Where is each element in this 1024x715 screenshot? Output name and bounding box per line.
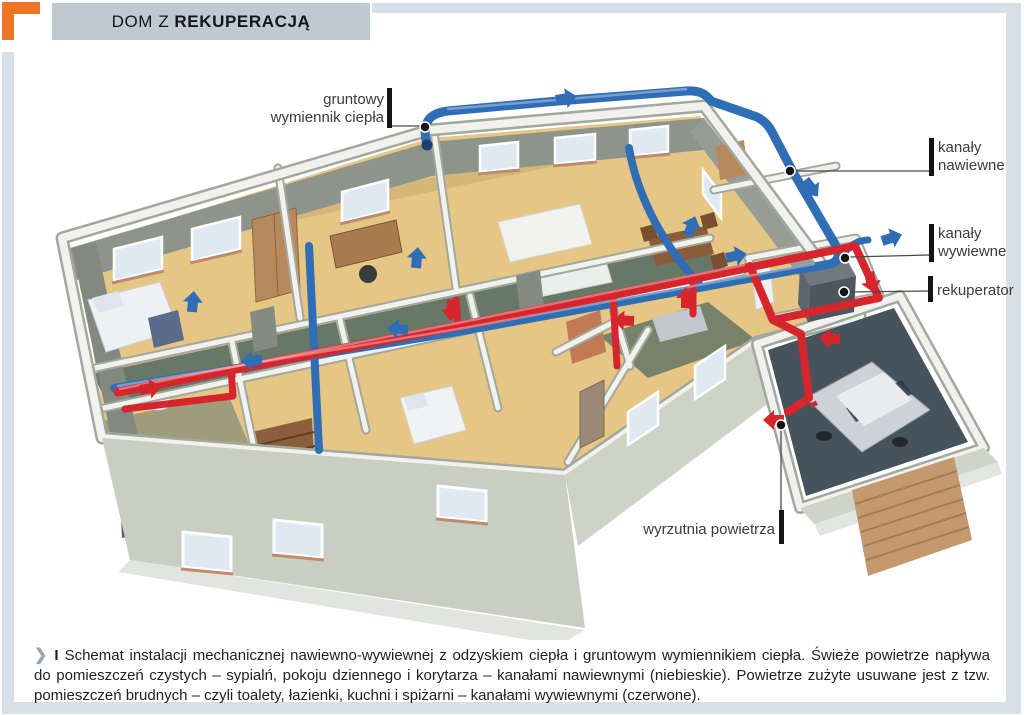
callout-air-outlet: wyrzutnia powietrza — [642, 419, 787, 544]
back-windows — [112, 124, 723, 283]
chair — [700, 212, 718, 230]
caption-chevron-icon: ❯ — [34, 647, 48, 664]
title-regular: DOM Z — [111, 11, 170, 31]
caption-marker: I — [54, 647, 59, 664]
window — [478, 140, 520, 174]
ground-exchanger-label: gruntowy — [323, 91, 384, 108]
exterior-shell — [55, 99, 867, 640]
garage-door-ribs — [854, 470, 970, 561]
car-taillight — [809, 400, 818, 408]
interior-door — [516, 270, 544, 312]
caption-text: Schemat instalacji mechanicznej nawiewno… — [34, 647, 990, 704]
interior-door — [250, 306, 278, 352]
title-bold: REKUPERACJĄ — [174, 11, 311, 31]
bed-1-pillow — [92, 291, 124, 313]
recuperator-label: rekuperator — [937, 282, 1014, 299]
bed-1-blanket — [148, 310, 184, 348]
supply-duct-riser-closet — [305, 242, 323, 454]
window — [626, 389, 660, 448]
car-wheel — [816, 431, 832, 441]
exhaust-duct-garage — [769, 316, 813, 416]
front-wall-face — [102, 438, 585, 628]
callout-supply-ducts: kanały nawiewne — [784, 138, 1005, 177]
exhaust-duct-loop — [742, 242, 883, 324]
supply-duct-drop-living — [625, 144, 703, 288]
window — [436, 484, 488, 524]
air-outlet-label: wyrzutnia powietrza — [642, 521, 775, 538]
house-ground-shadow — [118, 560, 585, 640]
page-frame-bottom — [2, 702, 1021, 714]
window — [340, 178, 390, 224]
supply-arrow-icon — [554, 86, 579, 110]
exhaust-duct-bathroom — [121, 365, 237, 413]
window-sills — [111, 152, 671, 285]
desk — [329, 219, 403, 269]
sofa — [497, 203, 593, 263]
bed-2-pillow — [404, 393, 428, 411]
ground-exchanger-fitting — [421, 139, 433, 151]
callout-ground-exchanger: gruntowy wymiennik ciepła — [270, 88, 431, 133]
window — [628, 124, 670, 158]
car-wheel — [892, 437, 908, 447]
courtyard-wall-face — [565, 342, 770, 546]
kitchen-floor — [600, 302, 756, 378]
page-frame-right — [1006, 3, 1021, 712]
svg-text:wywiewne: wywiewne — [937, 243, 1006, 260]
callout-recuperator: rekuperator — [838, 276, 1014, 302]
window — [190, 215, 242, 263]
page-frame-top — [372, 3, 1006, 13]
window — [693, 343, 727, 402]
car — [805, 361, 931, 453]
window — [272, 518, 324, 560]
brand-logo-icon-vertical — [2, 2, 14, 40]
car-roof — [836, 372, 912, 426]
page-title: DOM Z REKUPERACJĄ — [52, 3, 370, 40]
window — [553, 132, 597, 166]
svg-text:wymiennik ciepła: wymiennik ciepła — [270, 109, 385, 126]
window — [112, 235, 164, 283]
supply-arrow-icon — [878, 225, 906, 251]
callout-exhaust-ducts: kanały wywiewne — [839, 224, 1006, 264]
chair — [640, 224, 658, 242]
entry-door — [579, 379, 605, 449]
exhaust-ducts-label: kanały — [938, 225, 982, 242]
supply-ducts-label: kanały — [938, 139, 982, 156]
front-sills — [180, 517, 489, 576]
callouts: gruntowy wymiennik ciepła kanały nawiewn… — [270, 88, 1014, 544]
exhaust-duct-pantry — [609, 293, 621, 370]
office-chair — [359, 265, 377, 283]
page-frame-left — [2, 52, 14, 702]
svg-text:nawiewne: nawiewne — [938, 157, 1005, 174]
chair — [710, 252, 728, 270]
ventilation-diagram: gruntowy wymiennik ciepła kanały nawiewn… — [55, 86, 1014, 640]
front-windows — [181, 484, 488, 574]
window — [181, 530, 233, 574]
back-wall-face — [70, 118, 704, 282]
